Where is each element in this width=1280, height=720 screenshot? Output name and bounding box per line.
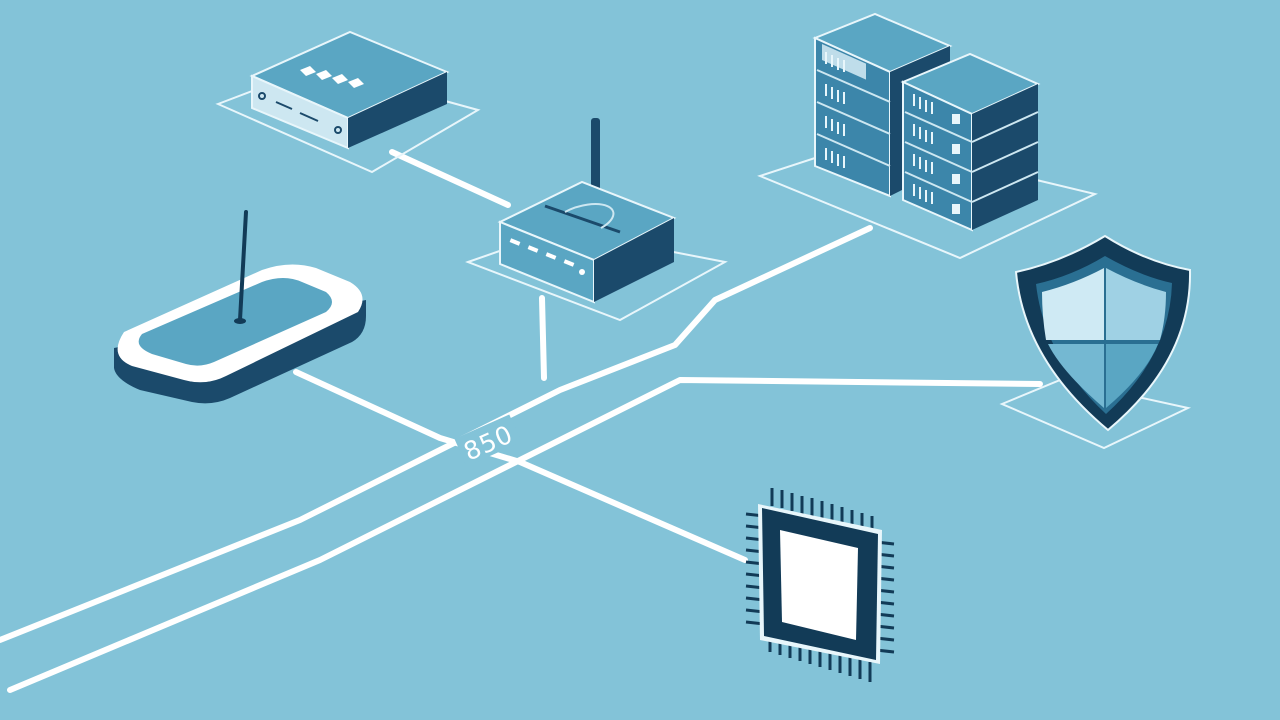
shield-quadrant-top-right [1106, 268, 1166, 340]
link-access-point-chip [293, 369, 748, 563]
router-icon[interactable] [465, 118, 728, 322]
link-switch-router [389, 149, 511, 208]
access-point-antenna [238, 210, 248, 322]
shield-quadrant-bottom-left [1048, 344, 1104, 408]
server-rack-icon[interactable] [757, 12, 1098, 260]
switch-front-details [258, 92, 342, 134]
switch-side [348, 72, 447, 148]
wireless-access-point-icon[interactable] [114, 210, 366, 404]
trunk-rail-upper [0, 225, 873, 643]
chip-die [780, 530, 858, 640]
network-switch-icon[interactable] [215, 30, 481, 174]
shield-quadrant-bottom-right [1106, 344, 1158, 408]
shield-base-plate [999, 378, 1192, 450]
trunk-rail-lower [7, 377, 1043, 693]
router-top-emblem [544, 203, 621, 234]
router-side [594, 218, 674, 302]
router-ports [509, 238, 585, 275]
microchip-icon[interactable] [745, 488, 895, 682]
switch-ports [300, 66, 364, 88]
shield-quadrant-top-left [1042, 268, 1104, 340]
shield-icon[interactable] [999, 234, 1192, 450]
link-router-trunk [539, 295, 547, 381]
server-tower-front [900, 52, 1041, 232]
router-antenna [591, 118, 600, 206]
